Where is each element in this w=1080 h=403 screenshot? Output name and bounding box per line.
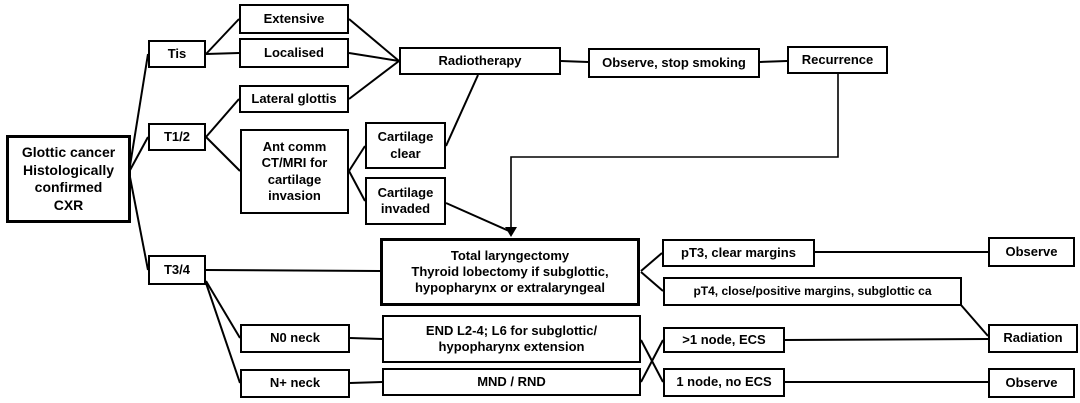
node-lateral-glottis: Lateral glottis (239, 85, 349, 113)
edge-t12-antcomm (205, 136, 241, 172)
node-tis: Tis (148, 40, 206, 68)
node-ant-comm-ct-mri: Ant comm CT/MRI for cartilage invasion (240, 129, 349, 214)
edge-radiotherapy-observe (560, 60, 589, 63)
node-t1-2: T1/2 (148, 123, 206, 151)
node-n0-neck: N0 neck (240, 324, 350, 353)
edge-laryngectomy-pt4 (640, 271, 664, 292)
node-mnd-rnd: MND / RND (382, 368, 641, 396)
node-pt3-clear-margins: pT3, clear margins (662, 239, 815, 267)
edge-gt1node-radiation (784, 338, 989, 341)
node-cartilage-clear: Cartilage clear (365, 122, 446, 169)
edge-root-t12 (128, 136, 149, 173)
edge-n0neck-end (349, 337, 383, 340)
edge-mnd-gt1node (640, 339, 664, 383)
node-observe-stop-smoking: Observe, stop smoking (588, 48, 760, 78)
edge-nplusneck-mnd (349, 381, 383, 384)
node-gt1-node-ecs: >1 node, ECS (663, 327, 785, 353)
edge-t34-laryngectomy (205, 269, 381, 272)
node-total-laryngectomy: Total laryngectomy Thyroid lobectomy if … (380, 238, 640, 306)
edge-t34-n0neck (205, 280, 241, 339)
node-observe-bottom: Observe (988, 368, 1075, 398)
node-n-plus-neck: N+ neck (240, 369, 350, 398)
edge-localised-radiotherapy (348, 52, 400, 62)
node-t3-4: T3/4 (148, 255, 206, 285)
edge-lateralglottis-radiotherapy (348, 60, 400, 100)
edge-pt4-radiation (960, 304, 989, 337)
node-observe-top: Observe (988, 237, 1075, 267)
edge-extensive-radiotherapy (348, 18, 400, 62)
edge-root-tis (128, 53, 149, 173)
node-extensive: Extensive (239, 4, 349, 34)
edge-tis-localised (205, 52, 240, 55)
edge-t12-lateralglottis (205, 98, 240, 138)
edge-t34-nplusneck (205, 282, 241, 384)
node-cartilage-invaded: Cartilage invaded (365, 177, 446, 225)
edge-observe-recurrence (759, 60, 788, 63)
edge-tis-extensive (205, 18, 240, 55)
edge-recurrence-laryngectomy (510, 74, 839, 231)
edge-root-t34 (128, 171, 149, 271)
node-end-l2-4: END L2-4; L6 for subglottic/ hypopharynx… (382, 315, 641, 363)
edge-antcomm-cartilageclear (348, 145, 366, 172)
node-localised: Localised (239, 38, 349, 68)
node-1-node-no-ecs: 1 node, no ECS (663, 368, 785, 397)
node-glottic-cancer: Glottic cancer Histologically confirmed … (6, 135, 131, 223)
edge-cartilageinvaded-laryngectomy (445, 202, 510, 232)
node-radiotherapy: Radiotherapy (399, 47, 561, 75)
node-pt4-close-positive-margins: pT4, close/positive margins, subglottic … (663, 277, 962, 306)
edge-cartilageclear-radiotherapy (445, 74, 479, 147)
arrowhead-into-laryngectomy (505, 227, 517, 237)
edge-laryngectomy-pt3 (640, 252, 663, 272)
edge-antcomm-cartilageinvaded (348, 170, 366, 202)
node-radiation: Radiation (988, 324, 1078, 353)
node-recurrence: Recurrence (787, 46, 888, 74)
